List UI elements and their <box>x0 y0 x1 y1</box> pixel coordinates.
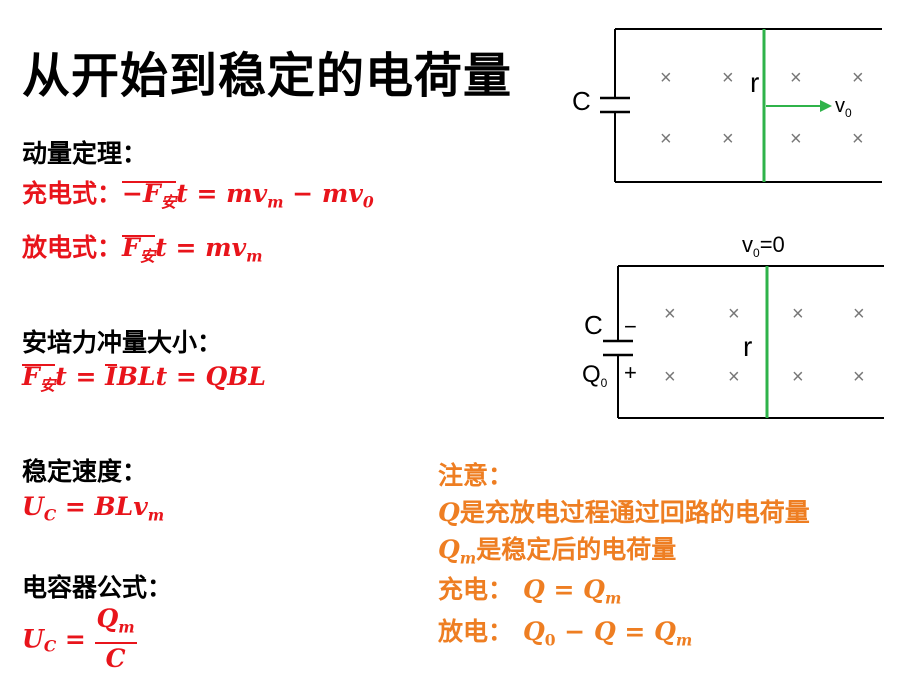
note-line-3: 充电：Q = Qm <box>438 575 622 608</box>
field-mark: × <box>852 128 864 150</box>
charging-circuit-diagram: C r v0 × × × × × × × × <box>572 28 882 183</box>
field-mark: × <box>792 366 804 388</box>
field-mark: × <box>790 128 802 150</box>
discharging-circuit-diagram: v0=0 C − + Q0 r × × × × × × × × <box>582 232 884 419</box>
negative-sign: − <box>624 314 637 339</box>
field-mark: × <box>790 67 802 89</box>
field-mark: × <box>792 303 804 325</box>
field-mark: × <box>852 67 864 89</box>
positive-sign: + <box>624 360 637 385</box>
note-line-4: 放电：Q0 − Q = Qm <box>438 617 693 650</box>
average-current: I <box>105 362 117 391</box>
field-mark: × <box>722 67 734 89</box>
velocity-label: v0 <box>835 95 852 120</box>
discharge-rhs: t = mvm <box>155 233 263 266</box>
field-mark: × <box>664 366 676 388</box>
field-mark: × <box>853 366 865 388</box>
field-mark: × <box>722 128 734 150</box>
note-line-2: Qm是稳定后的电荷量 <box>438 535 677 568</box>
momentum-heading: 动量定理： <box>22 139 148 168</box>
page-title: 从开始到稳定的电荷量 <box>22 48 513 104</box>
charge-formula: 充电式：−F安t = mvm − mv0 <box>22 174 374 212</box>
capacitor-label: C <box>572 86 591 116</box>
discharge-label: 放电式： <box>22 233 123 262</box>
discharge-formula: 放电式：F安t = mvm <box>22 228 263 266</box>
charge-rhs: t = mvm − mv0 <box>176 179 374 212</box>
discharge-force: F安 <box>122 233 156 266</box>
field-mark: × <box>660 67 672 89</box>
impulse-formula: F安t = IBLt = QBL <box>22 362 266 395</box>
field-mark: × <box>728 303 740 325</box>
charge-force: −F安 <box>122 179 177 212</box>
field-mark: × <box>660 128 672 150</box>
field-mark: × <box>853 303 865 325</box>
magnetic-field-marks: × × × × × × × × <box>664 303 865 388</box>
rod-label: r <box>750 67 759 98</box>
field-mark: × <box>728 366 740 388</box>
capacitor-heading: 电容器公式： <box>22 573 173 602</box>
capacitor-label: C <box>584 310 603 340</box>
rod-label: r <box>743 331 752 362</box>
steady-heading: 稳定速度： <box>22 457 148 486</box>
impulse-force: F安 <box>22 362 56 395</box>
impulse-heading: 安培力冲量大小： <box>22 328 223 357</box>
charge-label: 充电式： <box>22 179 123 208</box>
velocity-arrowhead <box>820 100 832 112</box>
initial-velocity-label: v0=0 <box>742 232 785 260</box>
initial-charge-label: Q0 <box>582 361 608 390</box>
note-heading: 注意： <box>438 461 514 490</box>
magnetic-field-marks: × × × × × × × × <box>660 67 864 150</box>
steady-formula: UC = BLvm <box>22 492 165 525</box>
note-line-1: Q是充放电过程通过回路的电荷量 <box>438 498 810 527</box>
field-mark: × <box>664 303 676 325</box>
